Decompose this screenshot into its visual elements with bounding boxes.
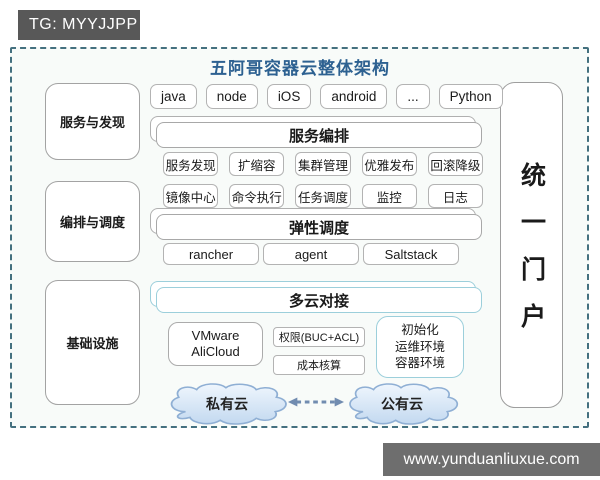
feature-graceful-release: 优雅发布 bbox=[361, 152, 417, 176]
service-feature-row: 服务发现 扩缩容 集群管理 优雅发布 回滚降级 bbox=[163, 152, 484, 176]
banner-label: 多云对接 bbox=[156, 287, 482, 313]
runtime-java: java bbox=[150, 84, 197, 109]
feature-service-discovery: 服务发现 bbox=[163, 152, 219, 176]
schedule-feature-row: 镜像中心 命令执行 任务调度 监控 日志 bbox=[163, 184, 484, 208]
private-cloud-shape: 私有云 bbox=[163, 382, 291, 426]
private-cloud-label: 私有云 bbox=[206, 396, 248, 412]
feature-command-exec: 命令执行 bbox=[229, 184, 285, 208]
tg-badge: TG: MYYJJPP bbox=[18, 10, 140, 40]
runtime-python: Python bbox=[438, 84, 503, 109]
tg-badge-text: TG: MYYJJPP bbox=[29, 16, 138, 33]
vmware-alicloud-box: VMware AliCloud bbox=[168, 322, 263, 366]
env-line-container: 容器环境 bbox=[394, 356, 445, 371]
app-runtime-row: java node iOS android ... Python bbox=[150, 84, 503, 109]
watermark-bar: www.yunduanliuxue.com bbox=[383, 443, 600, 476]
banner-label: 弹性调度 bbox=[156, 214, 482, 240]
banner-label: 服务编排 bbox=[156, 122, 482, 148]
feature-monitoring: 监控 bbox=[361, 184, 417, 208]
category-orchestration-scheduling: 编排与调度 bbox=[45, 181, 140, 262]
permission-box: 权限(BUC+ACL) bbox=[273, 327, 365, 347]
runtime-ios: iOS bbox=[266, 84, 312, 109]
category-service-discovery: 服务与发现 bbox=[45, 83, 140, 160]
env-line-ops: 运维环境 bbox=[394, 339, 445, 354]
alicloud-line: AliCloud bbox=[191, 344, 240, 359]
watermark-text: www.yunduanliuxue.com bbox=[403, 450, 580, 468]
runtime-node: node bbox=[205, 84, 258, 109]
cost-accounting-box: 成本核算 bbox=[273, 355, 365, 375]
unified-portal-label: 统一门户 bbox=[517, 162, 547, 350]
category-label: 基础设施 bbox=[66, 336, 119, 351]
feature-autoscaling: 扩缩容 bbox=[229, 152, 285, 176]
public-cloud-label: 公有云 bbox=[381, 396, 423, 412]
cloud-link-arrow bbox=[288, 397, 344, 407]
multicloud-banner: 多云对接 bbox=[150, 281, 482, 313]
feature-rollback-downgrade: 回滚降级 bbox=[427, 152, 484, 176]
category-label: 服务与发现 bbox=[59, 115, 125, 130]
public-cloud-shape: 公有云 bbox=[342, 382, 462, 426]
tools-row: rancher agent Saltstack bbox=[163, 243, 459, 265]
elastic-scheduling-banner: 弹性调度 bbox=[150, 208, 482, 240]
runtime-ellipsis: ... bbox=[396, 84, 430, 109]
tool-agent: agent bbox=[263, 243, 359, 265]
category-label: 编排与调度 bbox=[59, 215, 125, 230]
feature-image-registry: 镜像中心 bbox=[163, 184, 219, 208]
env-line-init: 初始化 bbox=[401, 322, 439, 337]
tool-saltstack: Saltstack bbox=[363, 243, 459, 265]
runtime-android: android bbox=[320, 84, 388, 109]
cloud-icon bbox=[349, 383, 459, 425]
tool-rancher: rancher bbox=[163, 243, 259, 265]
environment-init-box: 初始化 运维环境 容器环境 bbox=[376, 316, 464, 378]
cloud-icon bbox=[170, 383, 287, 425]
category-infrastructure: 基础设施 bbox=[45, 280, 140, 405]
service-orchestration-banner: 服务编排 bbox=[150, 116, 482, 148]
diagram-title: 五阿哥容器云整体架构 bbox=[210, 59, 390, 79]
feature-task-scheduling: 任务调度 bbox=[295, 184, 351, 208]
unified-portal-box: 统一门户 bbox=[500, 82, 563, 408]
feature-cluster-management: 集群管理 bbox=[295, 152, 351, 176]
feature-logging: 日志 bbox=[427, 184, 484, 208]
vmware-line: VMware bbox=[191, 327, 240, 343]
